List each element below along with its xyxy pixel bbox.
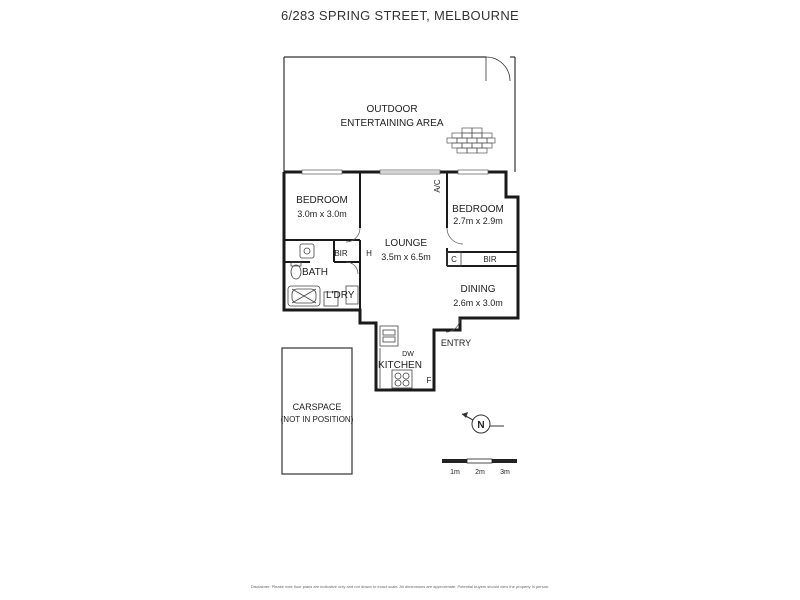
- bir-right-label: BIR: [483, 255, 497, 264]
- bedroom2-size: 2.7m x 2.9m: [453, 216, 503, 226]
- cupboards: [446, 251, 462, 267]
- compass-letter: N: [477, 420, 484, 431]
- carspace-outline: [281, 347, 353, 475]
- carspace-label-line1: CARSPACE: [293, 402, 342, 412]
- bedroom1-name: BEDROOM: [296, 195, 348, 206]
- bedroom2-name: BEDROOM: [452, 204, 504, 215]
- windows: [301, 169, 489, 175]
- dining-size: 2.6m x 3.0m: [453, 298, 503, 308]
- brick-bbq-icon: [446, 127, 496, 154]
- door-swings: [345, 227, 464, 333]
- laundry-name: L'DRY: [326, 290, 355, 301]
- outdoor-label-line2: ENTERTAINING AREA: [341, 118, 444, 129]
- scale-label-2m: 2m: [475, 469, 485, 476]
- carspace-label-line2: (NOT IN POSITION): [281, 415, 354, 424]
- entry-label: ENTRY: [441, 338, 471, 348]
- dining-name: DINING: [461, 284, 496, 295]
- linen-h-label: H: [366, 249, 372, 258]
- ac-label: A/C: [433, 179, 442, 193]
- north-compass-icon: N: [461, 412, 504, 434]
- lounge-name: LOUNGE: [385, 238, 428, 249]
- cupboard-label: C: [451, 255, 457, 264]
- scale-label-1m: 1m: [450, 469, 460, 476]
- exterior-walls: [282, 170, 520, 392]
- outdoor-area: [283, 56, 516, 172]
- outdoor-label-line1: OUTDOOR: [366, 104, 417, 115]
- disclaimer-text: Disclaimer: Please note floor plans are …: [250, 584, 550, 589]
- bathroom-fixtures: [287, 243, 321, 307]
- bir-left-label: BIR: [334, 249, 348, 258]
- scale-label-3m: 3m: [500, 469, 510, 476]
- lounge-size: 3.5m x 6.5m: [381, 252, 431, 262]
- laundry-fixtures: [323, 285, 359, 307]
- plan-title: 6/283 SPRING STREET, MELBOURNE: [280, 8, 519, 23]
- fridge-label: F: [427, 376, 432, 385]
- bath-name: BATH: [302, 267, 328, 278]
- kitchen-fixtures: [379, 325, 413, 389]
- bedroom1-size: 3.0m x 3.0m: [297, 209, 347, 219]
- scale-bar: 1m 2m 3m: [442, 458, 517, 476]
- dishwasher-label: DW: [402, 351, 414, 358]
- kitchen-name: KITCHEN: [378, 360, 422, 371]
